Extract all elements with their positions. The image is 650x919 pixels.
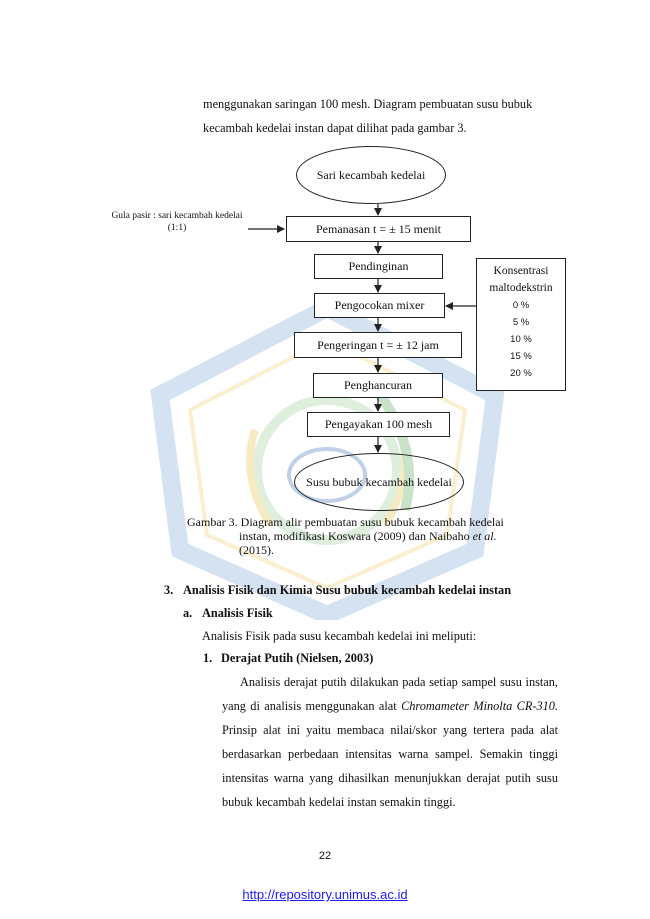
side-input-line-2: (1:1) — [167, 223, 187, 233]
maltodextrin-concentration-box: Konsentrasi maltodekstrin 0 % 5 % 10 % 1… — [476, 258, 566, 391]
item-body: Analisis derajat putih dilakukan pada se… — [222, 675, 558, 809]
flow-start-oval: Sari kecambah kedelai — [296, 146, 446, 204]
side-input-label: Gula pasir : sari kecambah kedelai (1:1) — [97, 210, 257, 234]
subsection-letter: a. — [183, 606, 193, 620]
subsection-intro: Analisis Fisik pada susu kecambah kedela… — [202, 629, 477, 643]
page-number: 22 — [318, 850, 332, 862]
repository-link[interactable]: http://repository.unimus.ac.id — [242, 887, 408, 902]
subsection-title: Analisis Fisik — [202, 606, 273, 620]
item-title: Derajat Putih (Nielsen, 2003) — [221, 651, 374, 665]
flow-step-sieving: Pengayakan 100 mesh — [307, 412, 450, 437]
flow-step-grinding: Penghancuran — [313, 373, 443, 398]
flow-step-drying: Pengeringan t = ± 12 jam — [294, 332, 462, 358]
university-seal-watermark — [150, 300, 505, 620]
side-input-line-1: Gula pasir : sari kecambah kedelai — [111, 211, 243, 221]
concentration-value: 5 % — [512, 317, 530, 328]
concentration-list: 0 % 5 % 10 % 15 % 20 % — [477, 297, 565, 382]
flow-end-oval: Susu bubuk kecambah kedelai — [294, 453, 464, 511]
concentration-value: 15 % — [510, 351, 532, 362]
figure-caption: Gambar 3. Diagram alir pembuatan susu bu… — [187, 515, 547, 557]
caption-line-2: instan, modifikasi Koswara (2009) dan Na… — [239, 529, 497, 543]
section-title: Analisis Fisik dan Kimia Susu bubuk keca… — [183, 583, 512, 597]
caption-line-1: Gambar 3. Diagram alir pembuatan susu bu… — [187, 515, 504, 529]
caption-line-3: (2015). — [239, 543, 274, 557]
section-number: 3. — [164, 583, 174, 597]
flow-step-cooling: Pendinginan — [314, 254, 443, 279]
concentration-value: 10 % — [510, 334, 532, 345]
concentration-value: 0 % — [512, 300, 530, 311]
concentration-value: 20 % — [510, 368, 532, 379]
concentration-title: Konsentrasi maltodekstrin — [489, 265, 553, 294]
intro-line-1: menggunakan saringan 100 mesh. Diagram p… — [203, 97, 533, 111]
flow-step-heating: Pemanasan t = ± 15 menit — [286, 216, 471, 242]
item-number: 1. — [203, 651, 213, 665]
intro-paragraph: menggunakan saringan 100 mesh. Diagram p… — [203, 92, 558, 140]
flow-step-mixing: Pengocokan mixer — [314, 293, 445, 318]
intro-line-2: kecambah kedelai instan dapat dilihat pa… — [203, 121, 467, 135]
